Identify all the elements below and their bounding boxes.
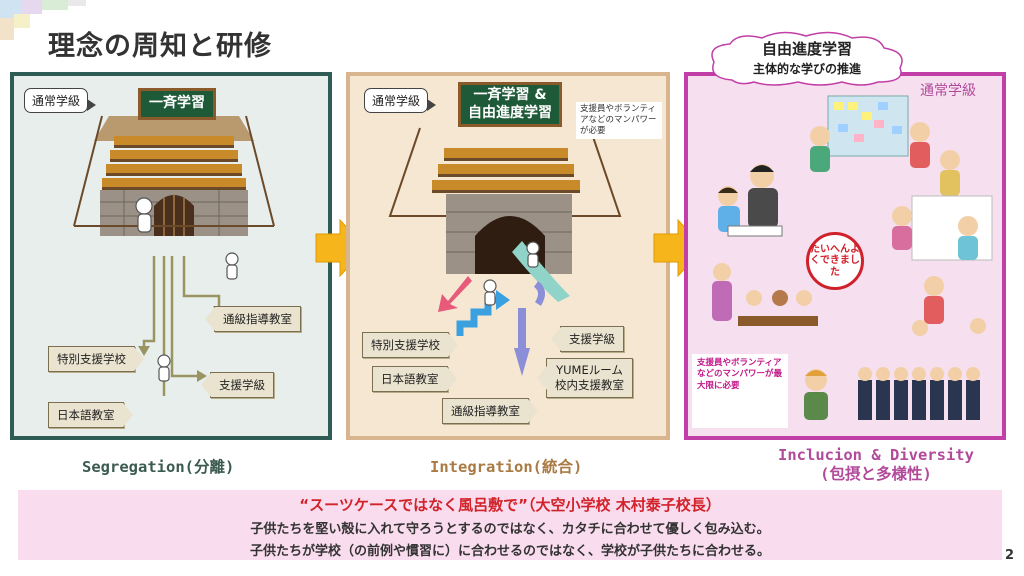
blackboard-label: 一斉学習: [138, 88, 216, 120]
quote-line-2: 子供たちが学校（の前例や慣習に）に合わせるのではなく、学校が子供たちに合わせる。: [249, 544, 770, 559]
class-label: 通常学級: [920, 83, 976, 99]
segregation-panel: 通常学級 一斉学習 通級指導教室 特別支援学校 支援学級 日本語教室: [10, 72, 332, 440]
in-school-support-text: 校内支援教室: [555, 377, 624, 392]
cloud-line-1: 自由進度学習: [761, 40, 852, 58]
manpower-note: 支援員やボランティアなどのマンパワーが最大限に必要: [692, 354, 788, 428]
board-line-2: 自由進度学習: [468, 104, 552, 121]
room-tag-special-school: 特別支援学校: [362, 332, 458, 358]
cloud-shape: [711, 31, 903, 86]
blackboard-label: 一斉学習 & 自由進度学習: [458, 82, 562, 127]
quote-line-1: 子供たちを堅い殻に入れて守ろうとするのではなく、カタチに合わせて優しく包み込む。: [250, 522, 770, 537]
inclusion-caption-line-1: Inclucion & Diversity: [778, 446, 974, 464]
room-tag-special-school: 特別支援学校: [48, 346, 144, 372]
manpower-note: 支援員やボランティアなどのマンパワーが必要: [576, 102, 662, 140]
class-label-bubble: 通常学級: [364, 88, 437, 113]
integration-caption: Integration(統合): [430, 458, 583, 476]
cloud-text: 自由進度学習 主体的な学びの推進: [702, 38, 912, 77]
room-tag-yume: YUMEルーム 校内支援教室: [537, 358, 633, 398]
inclusion-caption: Inclucion & Diversity (包摂と多様性): [778, 446, 974, 485]
quote-headline: “スーツケースではなく風呂敷で”（大空小学校 木村泰子校長）: [299, 496, 721, 514]
page-title: 理念の周知と研修: [48, 31, 272, 62]
integration-panel: 通常学級 一斉学習 & 自由進度学習 支援員やボランティアなどのマンパワーが必要…: [346, 72, 670, 440]
quote-box: “スーツケースではなく風呂敷で”（大空小学校 木村泰子校長） 子供たちを堅い殻に…: [18, 490, 1002, 560]
segregation-illustration: [73, 115, 275, 396]
room-tag-japanese: 日本語教室: [48, 402, 132, 428]
room-tag-tsukyu: 通級指導教室: [205, 306, 301, 332]
segregation-caption: Segregation(分離): [82, 458, 235, 476]
room-tag-text: 日本語教室: [381, 372, 439, 386]
room-tag-tsukyu: 通級指導教室: [442, 398, 538, 424]
room-tag-japanese: 日本語教室: [372, 366, 456, 392]
corner-decoration: [0, 0, 110, 50]
inclusion-illustration: [712, 95, 993, 420]
inclusion-panel: 通常学級 たいへんよくできました 支援員やボランティアなどのマンパワーが最大限に…: [684, 72, 1006, 440]
inclusion-caption-line-2: (包摂と多様性): [820, 465, 932, 484]
class-label-bubble: 通常学級: [24, 88, 97, 113]
yume-room-text: YUMEルーム: [556, 363, 623, 377]
praise-stamp: たいへんよくできました: [806, 232, 864, 290]
board-line-1: 一斉学習 &: [473, 87, 547, 103]
room-tag-support-class: 支援学級: [551, 326, 624, 352]
room-tag-support-class: 支援学級: [201, 372, 274, 398]
cloud-line-2: 主体的な学びの推進: [752, 62, 861, 76]
page-number: 2: [1004, 548, 1014, 563]
integration-illustration: [388, 127, 622, 376]
